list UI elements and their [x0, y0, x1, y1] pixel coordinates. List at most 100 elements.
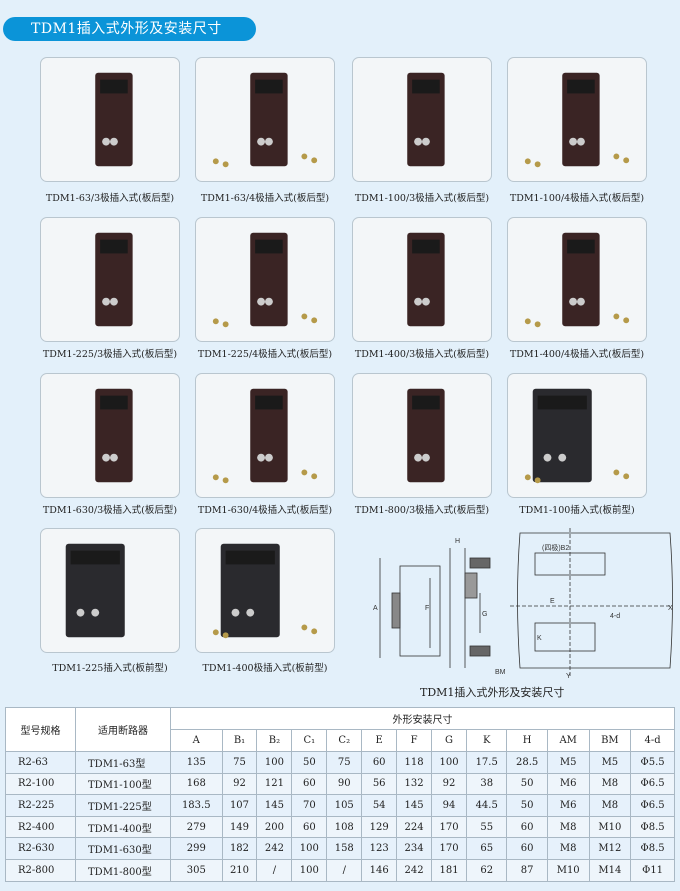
product-photo — [212, 232, 318, 328]
dimension-cell: 182 — [221, 837, 258, 860]
dimension-cell: 90 — [326, 772, 363, 796]
svg-text:BM: BM — [495, 669, 506, 676]
model-cell: R2-100 — [5, 772, 76, 796]
product-image — [507, 373, 647, 498]
product-photo — [524, 72, 630, 168]
dimension-cell: 242 — [256, 837, 293, 860]
dimension-cell: 60 — [506, 837, 548, 860]
product-photo — [212, 543, 318, 639]
product-photo — [212, 388, 318, 484]
svg-text:(四极)B2: (四极)B2 — [542, 543, 569, 552]
column-header: B₂ — [256, 729, 293, 752]
dimension-cell: 44.5 — [465, 794, 508, 817]
column-header: F — [396, 729, 433, 752]
column-header: H — [506, 729, 548, 752]
product-photo — [524, 388, 630, 484]
dimension-cell: 100 — [291, 837, 328, 860]
dimension-cell: M10 — [588, 815, 632, 839]
dimension-cell: M8 — [588, 772, 632, 796]
dimension-cell: Φ5.5 — [630, 751, 675, 774]
product-caption: TDM1-63/4极插入式(板后型) — [200, 193, 330, 204]
product-image — [352, 373, 492, 498]
product-photo — [95, 388, 133, 483]
dimension-cell: 100 — [256, 751, 293, 774]
dimension-cell: M5 — [588, 751, 632, 774]
breaker-cell: TDM1-400型 — [75, 815, 171, 839]
dimension-cell: M10 — [546, 858, 590, 882]
svg-text:G: G — [482, 611, 487, 618]
dimension-cell: 279 — [170, 815, 223, 839]
dimension-cell: 200 — [256, 815, 293, 839]
dimension-cell: 242 — [396, 858, 433, 882]
dimension-cell: 123 — [361, 837, 398, 860]
column-header: E — [361, 729, 398, 752]
column-header: G — [431, 729, 467, 752]
svg-text:H: H — [455, 538, 460, 545]
column-header: AM — [546, 729, 590, 752]
product-photo — [407, 388, 445, 483]
svg-text:E: E — [550, 598, 555, 605]
dimension-cell: M6 — [546, 794, 590, 817]
product-photo — [524, 232, 630, 328]
product-photo — [95, 72, 133, 167]
dimension-cell: 181 — [431, 858, 467, 882]
product-caption: TDM1-225/4极插入式(板后型) — [197, 349, 333, 360]
product-caption: TDM1-400/4极插入式(板后型) — [509, 349, 645, 360]
dimension-cell: 55 — [465, 815, 508, 839]
dimension-cell: 60 — [361, 751, 398, 774]
product-image — [507, 57, 647, 182]
product-caption: TDM1-400极插入式(板前型) — [202, 663, 328, 674]
svg-text:A: A — [373, 605, 378, 612]
dimension-cell: 170 — [431, 837, 467, 860]
svg-text:K: K — [537, 635, 542, 642]
product-image — [352, 57, 492, 182]
dimension-cell: M8 — [546, 815, 590, 839]
dimension-cell: 38 — [465, 772, 508, 796]
product-image — [40, 57, 180, 182]
product-photo — [407, 72, 445, 167]
column-header: B₁ — [221, 729, 258, 752]
dimension-cell: M6 — [546, 772, 590, 796]
dimension-cell: 94 — [431, 794, 467, 817]
dimension-cell: 107 — [221, 794, 258, 817]
dimension-cell: 100 — [431, 751, 467, 774]
svg-text:4-d: 4-d — [610, 613, 620, 620]
dimension-cell: 121 — [256, 772, 293, 796]
dimension-cell: 299 — [170, 837, 223, 860]
dimension-cell: 168 — [170, 772, 223, 796]
breaker-cell: TDM1-100型 — [75, 772, 171, 796]
dimension-cell: M12 — [588, 837, 632, 860]
header-model: 型号规格 — [5, 707, 76, 752]
product-caption: TDM1-100插入式(板前型) — [519, 505, 635, 516]
dimension-cell: Φ11 — [630, 858, 675, 882]
dimension-cell: M5 — [546, 751, 590, 774]
dimension-cell: 158 — [326, 837, 363, 860]
product-image — [40, 528, 180, 653]
drawing-caption: TDM1插入式外形及安装尺寸 — [420, 686, 565, 699]
product-image — [507, 217, 647, 342]
breaker-cell: TDM1-630型 — [75, 837, 171, 860]
model-cell: R2-63 — [5, 751, 76, 774]
model-cell: R2-225 — [5, 794, 76, 817]
product-photo — [407, 232, 445, 327]
dimension-cell: M8 — [588, 794, 632, 817]
model-cell: R2-630 — [5, 837, 76, 860]
product-image — [352, 217, 492, 342]
dimension-cell: Φ6.5 — [630, 772, 675, 796]
dimension-cell: 132 — [396, 772, 433, 796]
dimension-cell: 28.5 — [506, 751, 548, 774]
dimension-cell: 183.5 — [170, 794, 223, 817]
column-header: K — [465, 729, 508, 752]
svg-text:Y: Y — [566, 673, 571, 678]
dimension-cell: / — [326, 858, 363, 882]
breaker-cell: TDM1-63型 — [75, 751, 171, 774]
column-header: 4-d — [630, 729, 675, 752]
product-photo — [95, 232, 133, 327]
